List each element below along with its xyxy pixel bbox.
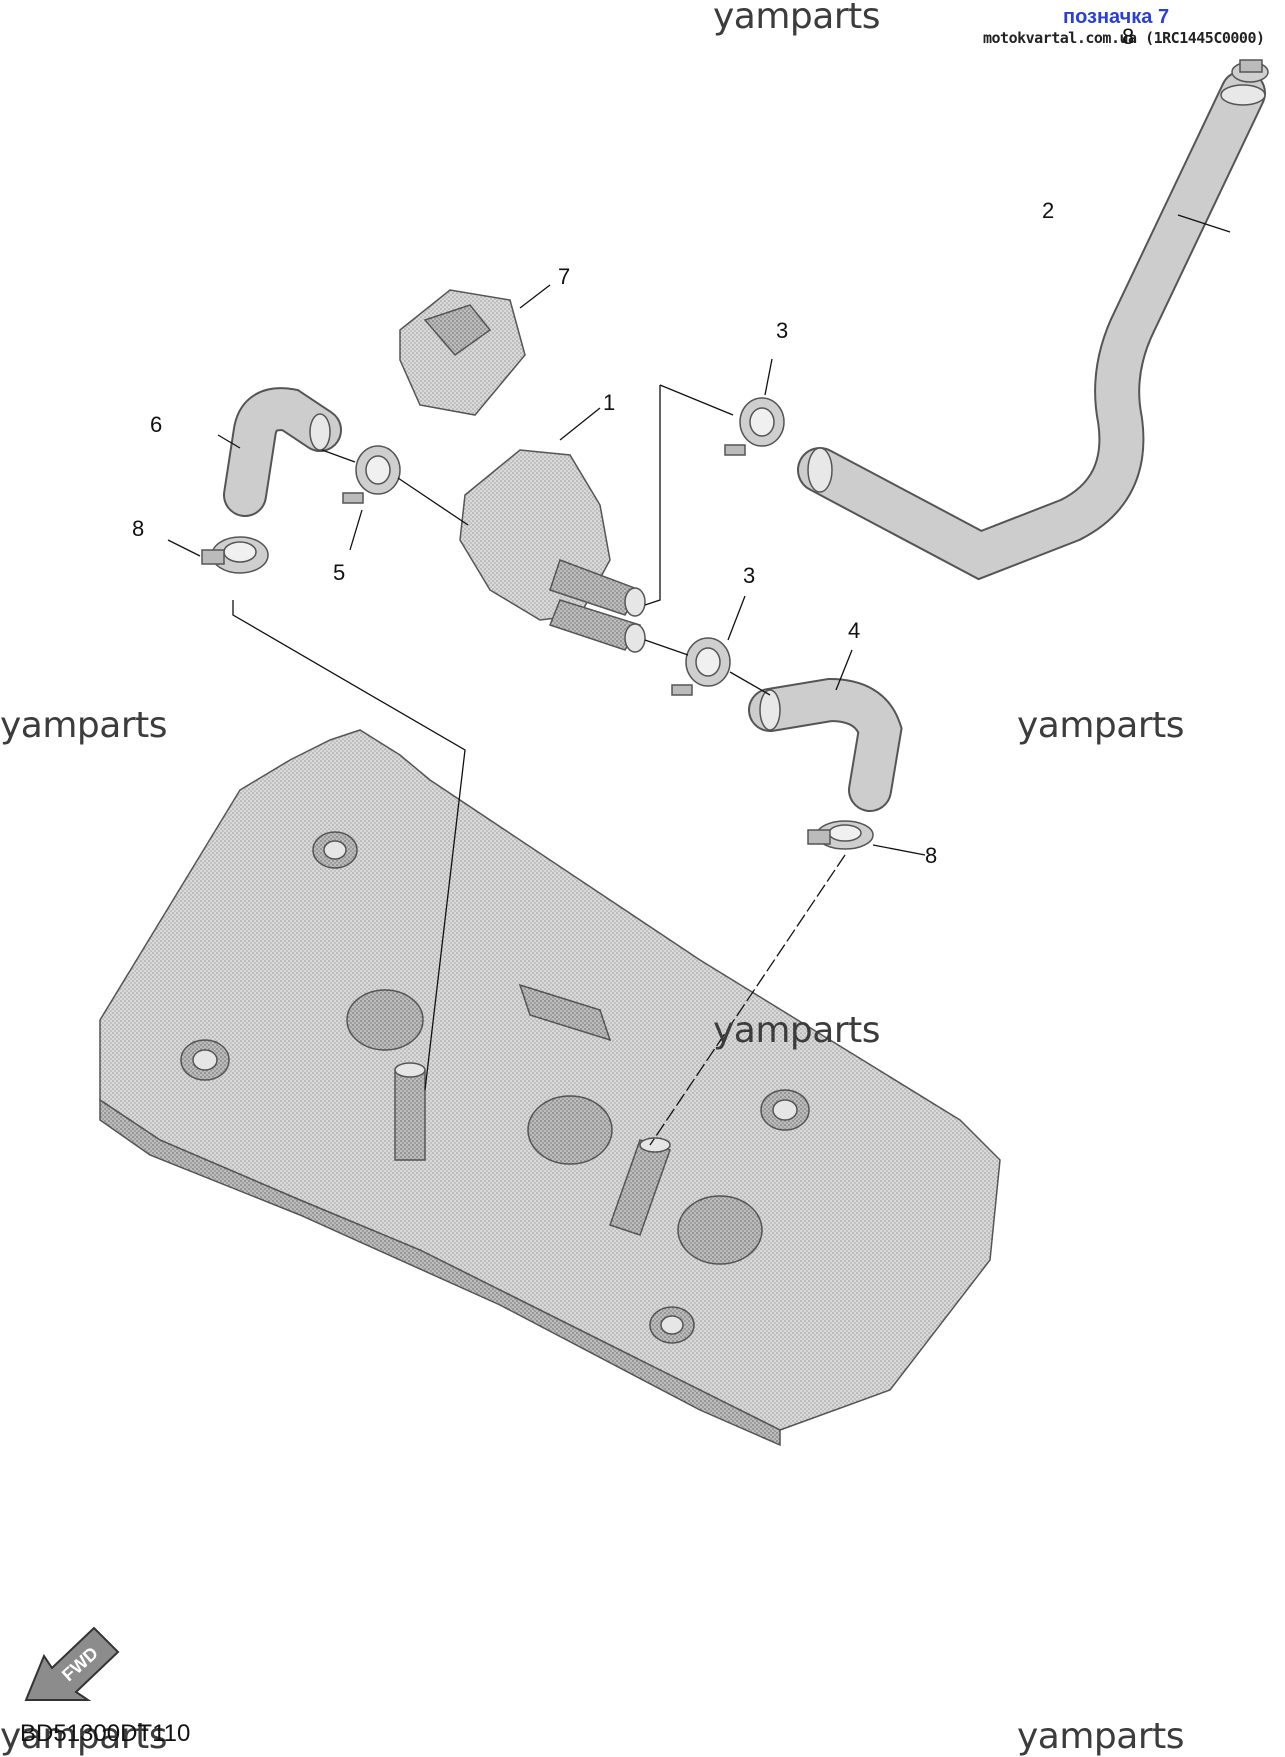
callout-6: 6 [150, 412, 163, 437]
part-8-clamp-right [807, 820, 874, 850]
cylinder-head-cover [99, 729, 1001, 1447]
callout-8-right: 8 [925, 843, 938, 868]
watermark: yamparts [713, 1010, 881, 1051]
callout-8-left: 8 [132, 516, 145, 541]
part-8-clamp-top [1231, 59, 1269, 83]
part-4-hose [748, 677, 903, 812]
part-8-clamp-left [201, 536, 269, 574]
callout-1: 1 [603, 390, 616, 415]
label-link[interactable]: позначка 7 [1063, 6, 1170, 28]
assembly-lines [167, 214, 1231, 1146]
watermark: yamparts [0, 1716, 168, 1757]
callout-3-upper: 3 [776, 318, 789, 343]
part-1-valve [459, 449, 646, 653]
part-7-cap [399, 289, 526, 416]
part-3-clamp-upper [724, 397, 785, 456]
callout-5: 5 [333, 560, 346, 585]
watermark: yamparts [1017, 705, 1185, 746]
watermark: yamparts [713, 0, 881, 37]
watermark: yamparts [1017, 1716, 1185, 1757]
part-3-clamp-lower [671, 637, 731, 696]
callout-2: 2 [1042, 198, 1055, 223]
fwd-arrow-icon: FWD [24, 1626, 120, 1701]
callout-3-lower: 3 [743, 563, 756, 588]
callout-7: 7 [558, 264, 571, 289]
callout-4: 4 [848, 618, 861, 643]
callout-8-top: 8 [1122, 24, 1135, 49]
source-text: motokvartal.com.ua (1RC1445C0000) [983, 29, 1265, 47]
part-2-hose [797, 70, 1266, 581]
part-6-elbow-hose [223, 387, 342, 517]
watermark: yamparts [0, 705, 168, 746]
diagram-code: BD51300DT110 [20, 1720, 191, 1747]
part-5-clamp [342, 445, 401, 504]
